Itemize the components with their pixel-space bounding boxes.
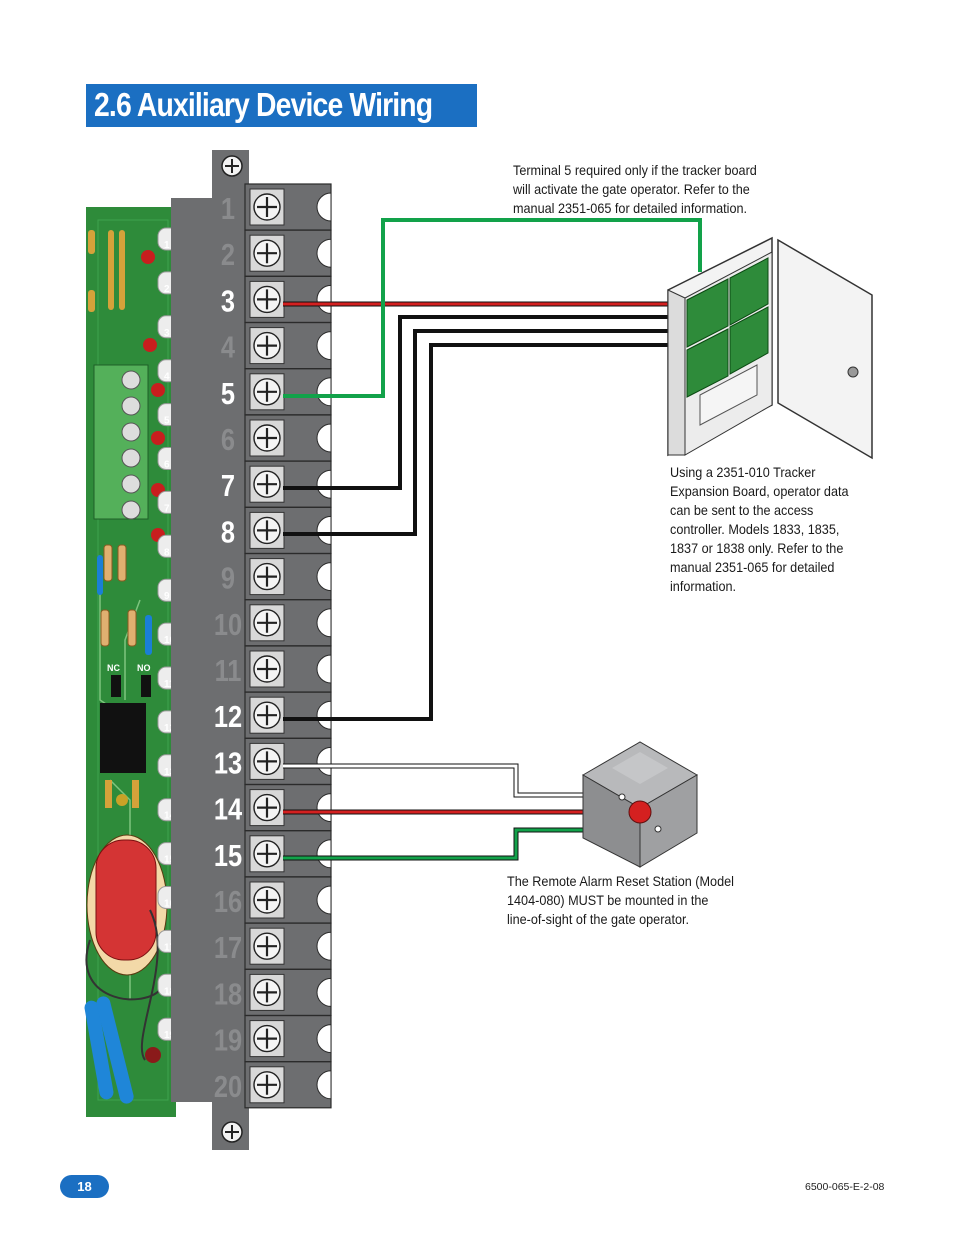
wire-terminal-15-green (283, 828, 583, 860)
board-pad-label-1: 1 (164, 240, 170, 251)
board-pad-label-2: 2 (164, 284, 170, 295)
wire-terminal-7-black (283, 315, 670, 490)
reset-station-note: The Remote Alarm Reset Station (Model 14… (507, 874, 734, 927)
terminal-5: 5 (221, 368, 332, 416)
terminal-6: 6 (221, 414, 332, 462)
document-code: 6500-065-E-2-08 (805, 1181, 885, 1193)
control-board (84, 207, 176, 1117)
board-pad-label-7: 7 (164, 503, 170, 514)
board-pad-label-5: 5 (164, 416, 170, 427)
terminal-label-20: 20 (214, 1069, 242, 1104)
terminal-label-5: 5 (221, 376, 235, 411)
terminal-17: 17 (214, 922, 332, 970)
wire-terminal-8-black (283, 329, 670, 536)
terminal-label-10: 10 (214, 607, 242, 642)
terminal-label-17: 17 (214, 931, 242, 966)
terminal-label-9: 9 (221, 561, 235, 596)
terminal-label-8: 8 (221, 515, 235, 550)
terminal-rail (171, 198, 216, 1102)
board-pad-label-18: 18 (164, 986, 176, 997)
board-pad-label-12: 12 (164, 723, 176, 734)
board-pad-label-13: 13 (164, 767, 176, 778)
terminal-label-11: 11 (215, 654, 242, 689)
strip-top-screw (221, 155, 243, 177)
terminal-3: 3 (221, 275, 332, 323)
board-screws (121, 370, 141, 520)
terminal-19: 19 (214, 1014, 332, 1063)
section-title: 2.6 Auxiliary Device Wiring (94, 86, 433, 123)
terminal-10: 10 (214, 599, 332, 647)
board-pad-label-16: 16 (164, 899, 176, 910)
board-pad-label-6: 6 (164, 460, 170, 471)
terminal-14: 14 (214, 783, 332, 832)
board-pad-label-4: 4 (164, 372, 170, 383)
terminal-2: 2 (221, 229, 332, 277)
terminal-7: 7 (221, 460, 332, 508)
terminal-8: 8 (221, 506, 332, 554)
board-pad-label-11: 11 (164, 679, 175, 690)
terminal-label-16: 16 (214, 885, 242, 920)
board-pad-label-8: 8 (164, 547, 170, 558)
terminal-16: 16 (214, 876, 332, 924)
board-pad-label-17: 17 (164, 942, 176, 953)
terminal-label-3: 3 (221, 284, 235, 319)
terminal-label-13: 13 (214, 746, 242, 781)
board-pad-label-14: 14 (164, 811, 176, 822)
terminal-label-4: 4 (221, 330, 235, 365)
section-title-banner: 2.6 Auxiliary Device Wiring (86, 84, 477, 127)
board-pad-label-9: 9 (164, 591, 170, 602)
terminal-label-15: 15 (214, 838, 242, 873)
expansion-board-note: Using a 2351-010 Tracker Expansion Board… (670, 465, 849, 594)
terminal-13: 13 (214, 737, 332, 786)
terminal-label-12: 12 (214, 700, 242, 735)
board-pad-label-15: 15 (164, 855, 176, 866)
board-pad-label-19: 19 (164, 1030, 176, 1041)
board-pad-label-10: 10 (164, 635, 176, 646)
terminal-label-7: 7 (221, 469, 235, 504)
access-controller-enclosure (667, 236, 873, 460)
terminal-20: 20 (214, 1061, 332, 1109)
terminal-label-1: 1 (221, 192, 235, 227)
terminal-15: 15 (214, 830, 332, 878)
terminal-label-19: 19 (214, 1023, 242, 1058)
page-number: 18 (60, 1175, 109, 1198)
wire-terminal-12-black (283, 343, 670, 721)
jumper-no-label: NO (137, 663, 151, 673)
board-pad-label-3: 3 (164, 328, 170, 339)
terminal-4: 4 (221, 322, 332, 370)
terminal-label-6: 6 (221, 423, 235, 458)
remote-reset-station (582, 741, 698, 868)
terminal-11: 11 (215, 645, 332, 693)
terminal-18: 18 (214, 968, 332, 1017)
terminal-label-2: 2 (221, 238, 235, 273)
wire-terminal-5-green (283, 218, 702, 398)
terminal-1: 1 (221, 183, 332, 231)
terminal-9: 9 (221, 552, 332, 601)
terminal-label-14: 14 (214, 792, 242, 827)
jumper-nc-label: NC (107, 663, 120, 673)
strip-bottom-screw (221, 1121, 243, 1143)
terminal-label-18: 18 (214, 977, 242, 1012)
wires (283, 218, 702, 861)
terminal-strip (212, 150, 249, 1150)
terminal-12: 12 (214, 691, 332, 739)
tracker-note: Terminal 5 required only if the tracker … (513, 163, 757, 216)
wire-terminal-13-white (283, 764, 583, 797)
